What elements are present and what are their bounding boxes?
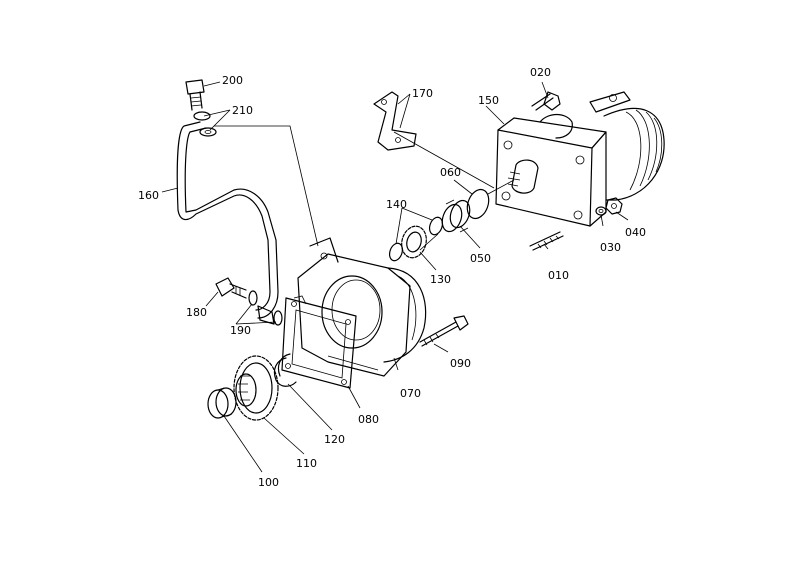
part-170-bracket [373, 91, 417, 151]
part-040-nut [605, 197, 623, 215]
callout-100: 100 [258, 476, 279, 489]
part-010-stud [529, 231, 564, 251]
callout-020: 020 [530, 66, 551, 79]
leader-lines [161, 81, 629, 473]
part-060-o-ring [466, 188, 490, 220]
callout-110: 110 [296, 457, 317, 470]
callout-170: 170 [412, 87, 433, 100]
callout-080: 080 [358, 413, 379, 426]
callout-210: 210 [232, 104, 253, 117]
callout-140: 140 [386, 198, 407, 211]
part-030-washer [595, 206, 607, 216]
part-150-hydraulic-pump [495, 91, 665, 227]
callout-090: 090 [450, 357, 471, 370]
part-020-bolt [531, 91, 561, 111]
part-050-collar [441, 199, 471, 233]
callout-060: 060 [440, 166, 461, 179]
part-100-collar [207, 387, 237, 419]
callout-070: 070 [400, 387, 421, 400]
part-070-gear-case [214, 125, 427, 377]
callout-150: 150 [478, 94, 499, 107]
callout-030: 030 [600, 241, 621, 254]
part-140-snap-rings [388, 216, 444, 262]
callout-050: 050 [470, 252, 491, 265]
part-130-gear [401, 225, 427, 259]
callout-130: 130 [430, 273, 451, 286]
part-160-pipe [176, 121, 279, 319]
callout-180: 180 [186, 306, 207, 319]
callout-160: 160 [138, 189, 159, 202]
part-190-washers [248, 290, 283, 326]
callout-190: 190 [230, 324, 251, 337]
part-110-gear [233, 355, 279, 421]
part-210-washers [193, 111, 217, 137]
callout-040: 040 [625, 226, 646, 239]
part-090-bolt [419, 315, 469, 347]
part-180-banjo-bolt [215, 277, 247, 299]
callout-200: 200 [222, 74, 243, 87]
callout-010: 010 [548, 269, 569, 282]
part-080-gasket [281, 297, 357, 389]
callout-120: 120 [324, 433, 345, 446]
assembly-centre-lines [393, 131, 515, 251]
part-200-banjo-bolt [185, 79, 205, 111]
